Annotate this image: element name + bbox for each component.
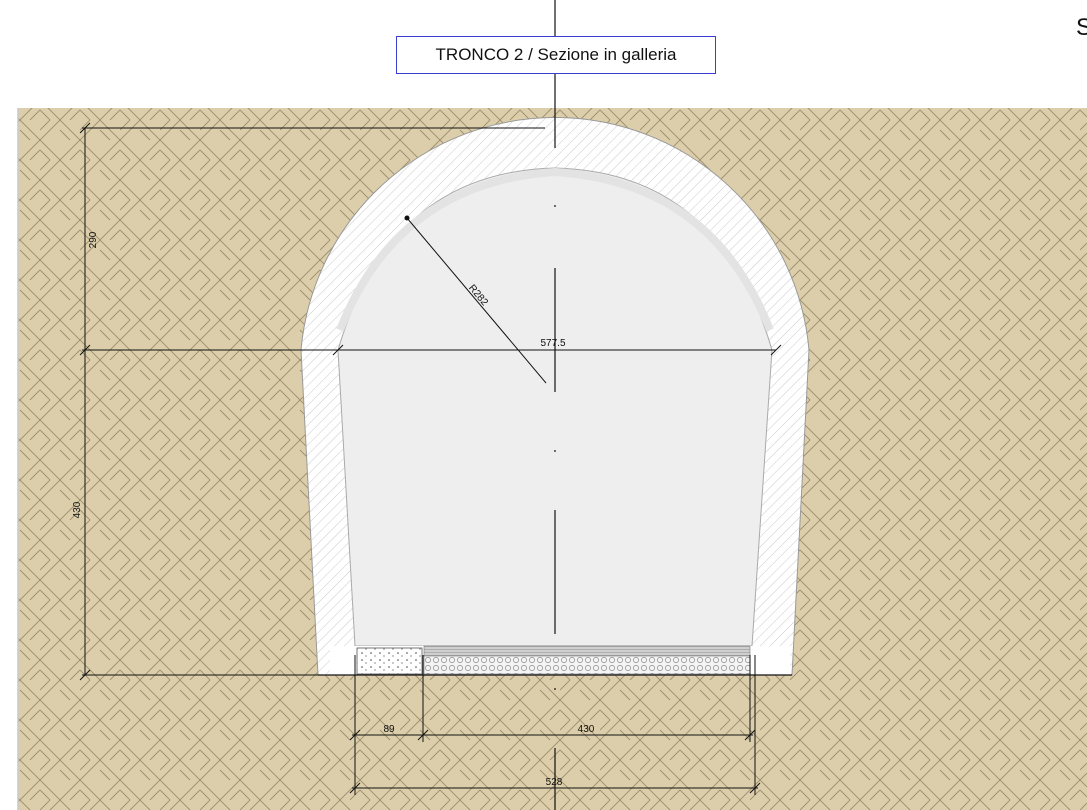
section-title: TRONCO 2 / Sezione in galleria: [396, 36, 716, 74]
radius-start-mark: [404, 215, 410, 221]
sidewalk-fill: [356, 647, 423, 675]
tick-total-1: [349, 782, 361, 794]
dim-label-total: 528: [546, 777, 563, 788]
tick-spring: [79, 344, 91, 356]
tick-width-left: [332, 344, 344, 356]
dim-label-arch-height: 290: [88, 231, 99, 248]
dim-label-width: 577.5: [540, 338, 565, 349]
road-gravel-bed: [423, 655, 751, 675]
corner-letter: S: [1076, 14, 1087, 41]
tick-width-right: [770, 344, 782, 356]
tick-sub-1: [349, 729, 361, 741]
tick-sub-3: [744, 729, 756, 741]
tick-sub-2: [417, 729, 429, 741]
tick-top: [79, 122, 91, 134]
tick-total-2: [749, 782, 761, 794]
road-asphalt: [423, 645, 751, 657]
dim-label-sidewalk: 89: [383, 724, 395, 735]
dim-label-carriageway: 430: [578, 724, 595, 735]
dim-label-wall-height: 430: [72, 501, 83, 518]
interior-shading: [336, 167, 774, 332]
tick-bottom: [79, 669, 91, 681]
dim-line-radius: [406, 217, 547, 384]
